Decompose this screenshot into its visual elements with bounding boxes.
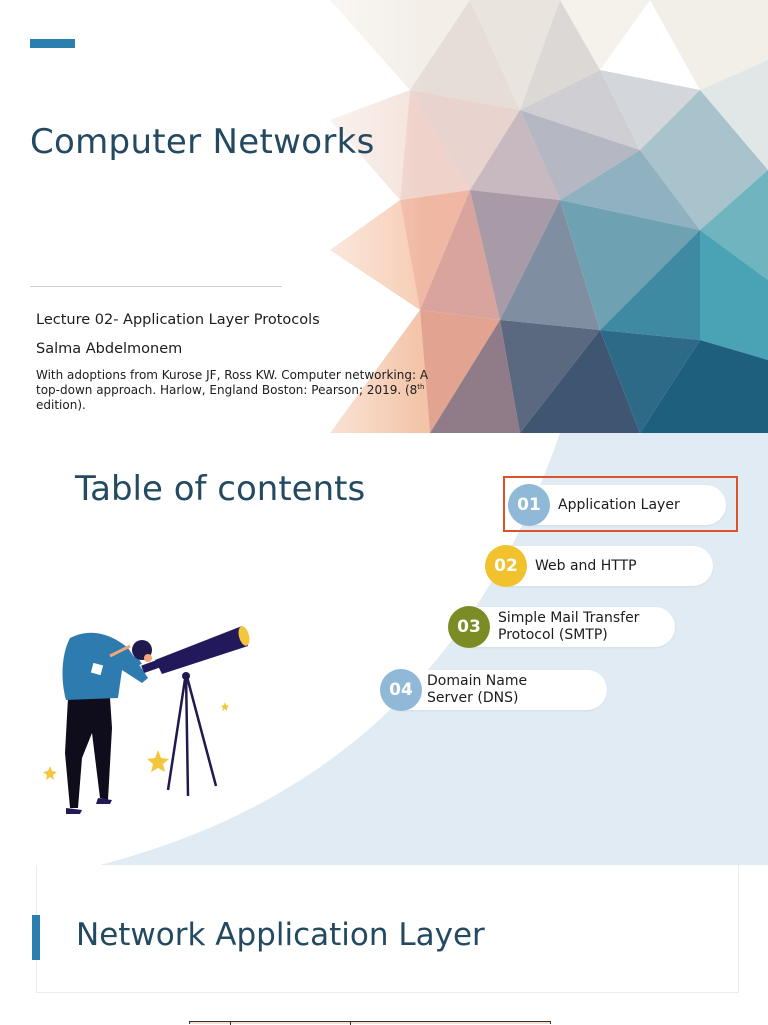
credit-superscript: th (417, 383, 425, 391)
toc-item-smtp[interactable]: 03 Simple Mail Transfer Protocol (SMTP) (448, 606, 675, 648)
presentation-title: Computer Networks (30, 122, 375, 162)
toc-item-label: Domain Name Server (DNS) (427, 673, 528, 706)
toc-item-label: Web and HTTP (535, 557, 637, 574)
toc-number-badge: 03 (448, 606, 490, 648)
toc-number-badge: 02 (485, 545, 527, 587)
lecture-subtitle: Lecture 02- Application Layer Protocols (36, 312, 320, 328)
toc-item-web-http[interactable]: 02 Web and HTTP (485, 545, 713, 587)
telescope-person-illustration (43, 626, 250, 814)
title-divider (30, 286, 282, 287)
title-slide: Computer Networks Lecture 02- Applicatio… (0, 0, 768, 433)
star-icon (147, 750, 169, 772)
network-application-layer-slide (36, 865, 739, 993)
accent-bar (30, 39, 75, 48)
credit-text: With adoptions from Kurose JF, Ross KW. … (36, 368, 429, 397)
toc-title: Table of contents (75, 469, 366, 509)
slide-accent-bar (32, 915, 40, 960)
author-name: Salma Abdelmonem (36, 341, 183, 357)
toc-item-application-layer[interactable]: 01 Application Layer (508, 484, 726, 526)
toc-item-label: Simple Mail Transfer Protocol (SMTP) (498, 610, 640, 643)
toc-item-dns[interactable]: 04 Domain Name Server (DNS) (380, 669, 607, 711)
credit-text-end: edition). (36, 398, 86, 412)
star-icon (43, 766, 57, 780)
selection-highlight-box (503, 476, 738, 532)
toc-number-badge: 04 (380, 669, 422, 711)
reference-credit: With adoptions from Kurose JF, Ross KW. … (36, 368, 436, 413)
low-poly-background (0, 0, 768, 433)
slide-title: Network Application Layer (76, 917, 485, 953)
toc-item-label: Application Layer (558, 496, 680, 513)
toc-number-badge: 01 (508, 484, 550, 526)
star-icon (221, 702, 229, 711)
curved-panel-background (100, 433, 768, 865)
table-of-contents-slide: Table of contents 01 Application Layer 0… (0, 433, 768, 865)
